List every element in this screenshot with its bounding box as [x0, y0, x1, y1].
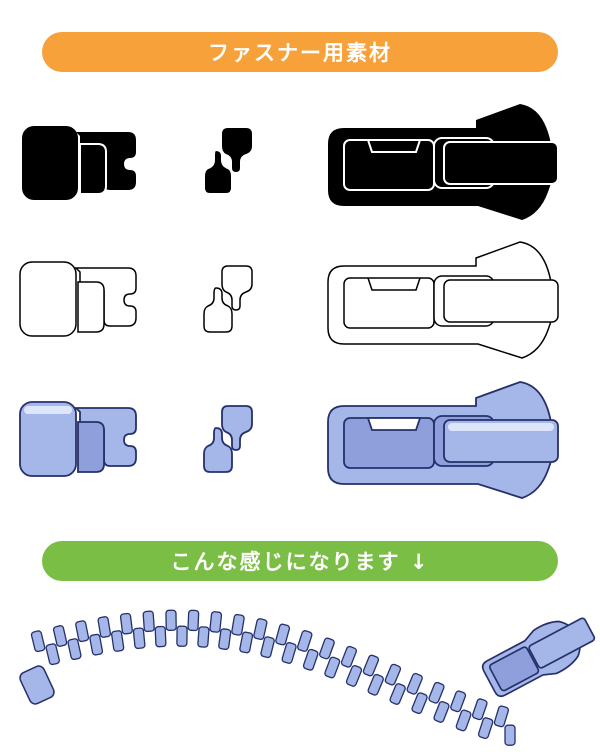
zipper-end-stop — [19, 665, 55, 705]
outline-end-stop-icon — [19, 261, 137, 337]
zipper-tooth — [154, 625, 167, 648]
zipper-tooth — [142, 610, 155, 633]
zipper-tooth — [75, 620, 90, 643]
zipper-tooth — [433, 701, 450, 723]
zipper-tooth — [384, 663, 402, 686]
black-end-stop-icon — [22, 126, 136, 200]
preview-text: こんな感じになります ↓ — [170, 550, 430, 574]
zipper-tooth — [176, 625, 188, 647]
outline-slider-icon — [327, 241, 559, 359]
zipper-tooth — [119, 612, 133, 635]
zipper-tooth — [428, 681, 445, 704]
zipper-tooth — [97, 616, 112, 638]
zipper-tooth — [111, 630, 125, 652]
zipper-tooth — [281, 642, 297, 664]
zipper-tooth — [477, 717, 494, 740]
color-end-stop-icon — [19, 401, 137, 477]
title-banner: ファスナー用素材 — [42, 32, 558, 72]
zipper-tooth — [89, 633, 104, 656]
black-tooth-icon — [203, 128, 252, 195]
zipper-tooth — [253, 618, 268, 641]
zipper-tooth — [239, 631, 254, 654]
zipper-tooth — [260, 636, 275, 659]
zipper-tooth — [197, 626, 210, 648]
zipper-slider — [481, 617, 596, 698]
zipper-tooth — [132, 627, 146, 650]
zipper-tooth — [471, 698, 488, 721]
color-tooth-icon — [203, 405, 253, 473]
zipper-tooth — [450, 690, 467, 713]
color-slider-icon — [327, 381, 559, 499]
zipper-tooth — [411, 692, 428, 714]
zipper-tooth — [345, 665, 363, 687]
zipper-tooth — [52, 625, 68, 647]
zipper-tooth — [340, 645, 357, 668]
zipper-tooth — [45, 643, 60, 666]
black-slider-icon — [328, 104, 559, 220]
zipper-tooth — [493, 705, 510, 728]
zipper-tooth — [297, 630, 313, 652]
zipper-tooth — [209, 611, 223, 633]
outline-tooth-icon — [203, 265, 253, 333]
zipper-tooth — [367, 673, 384, 696]
zipper-tooth — [504, 724, 516, 746]
sample-zipper — [19, 609, 596, 746]
zipper-tooth — [275, 623, 291, 646]
zipper-tooth — [231, 613, 245, 636]
zipper-tooth — [389, 683, 406, 705]
zipper-tooth — [324, 656, 341, 679]
zipper-tooth — [362, 654, 380, 677]
zipper-tooth — [165, 609, 177, 631]
preview-banner: こんな感じになります ↓ — [42, 541, 558, 581]
zipper-tooth — [218, 628, 232, 650]
zipper-tooth — [302, 648, 319, 671]
zipper-tooth — [455, 709, 472, 732]
zipper-tooth — [406, 672, 423, 695]
zipper-tooth — [30, 630, 46, 653]
zipper-tooth — [319, 637, 335, 660]
zipper-tooth — [187, 609, 200, 632]
title-text: ファスナー用素材 — [208, 41, 392, 65]
zipper-tooth — [67, 638, 82, 661]
